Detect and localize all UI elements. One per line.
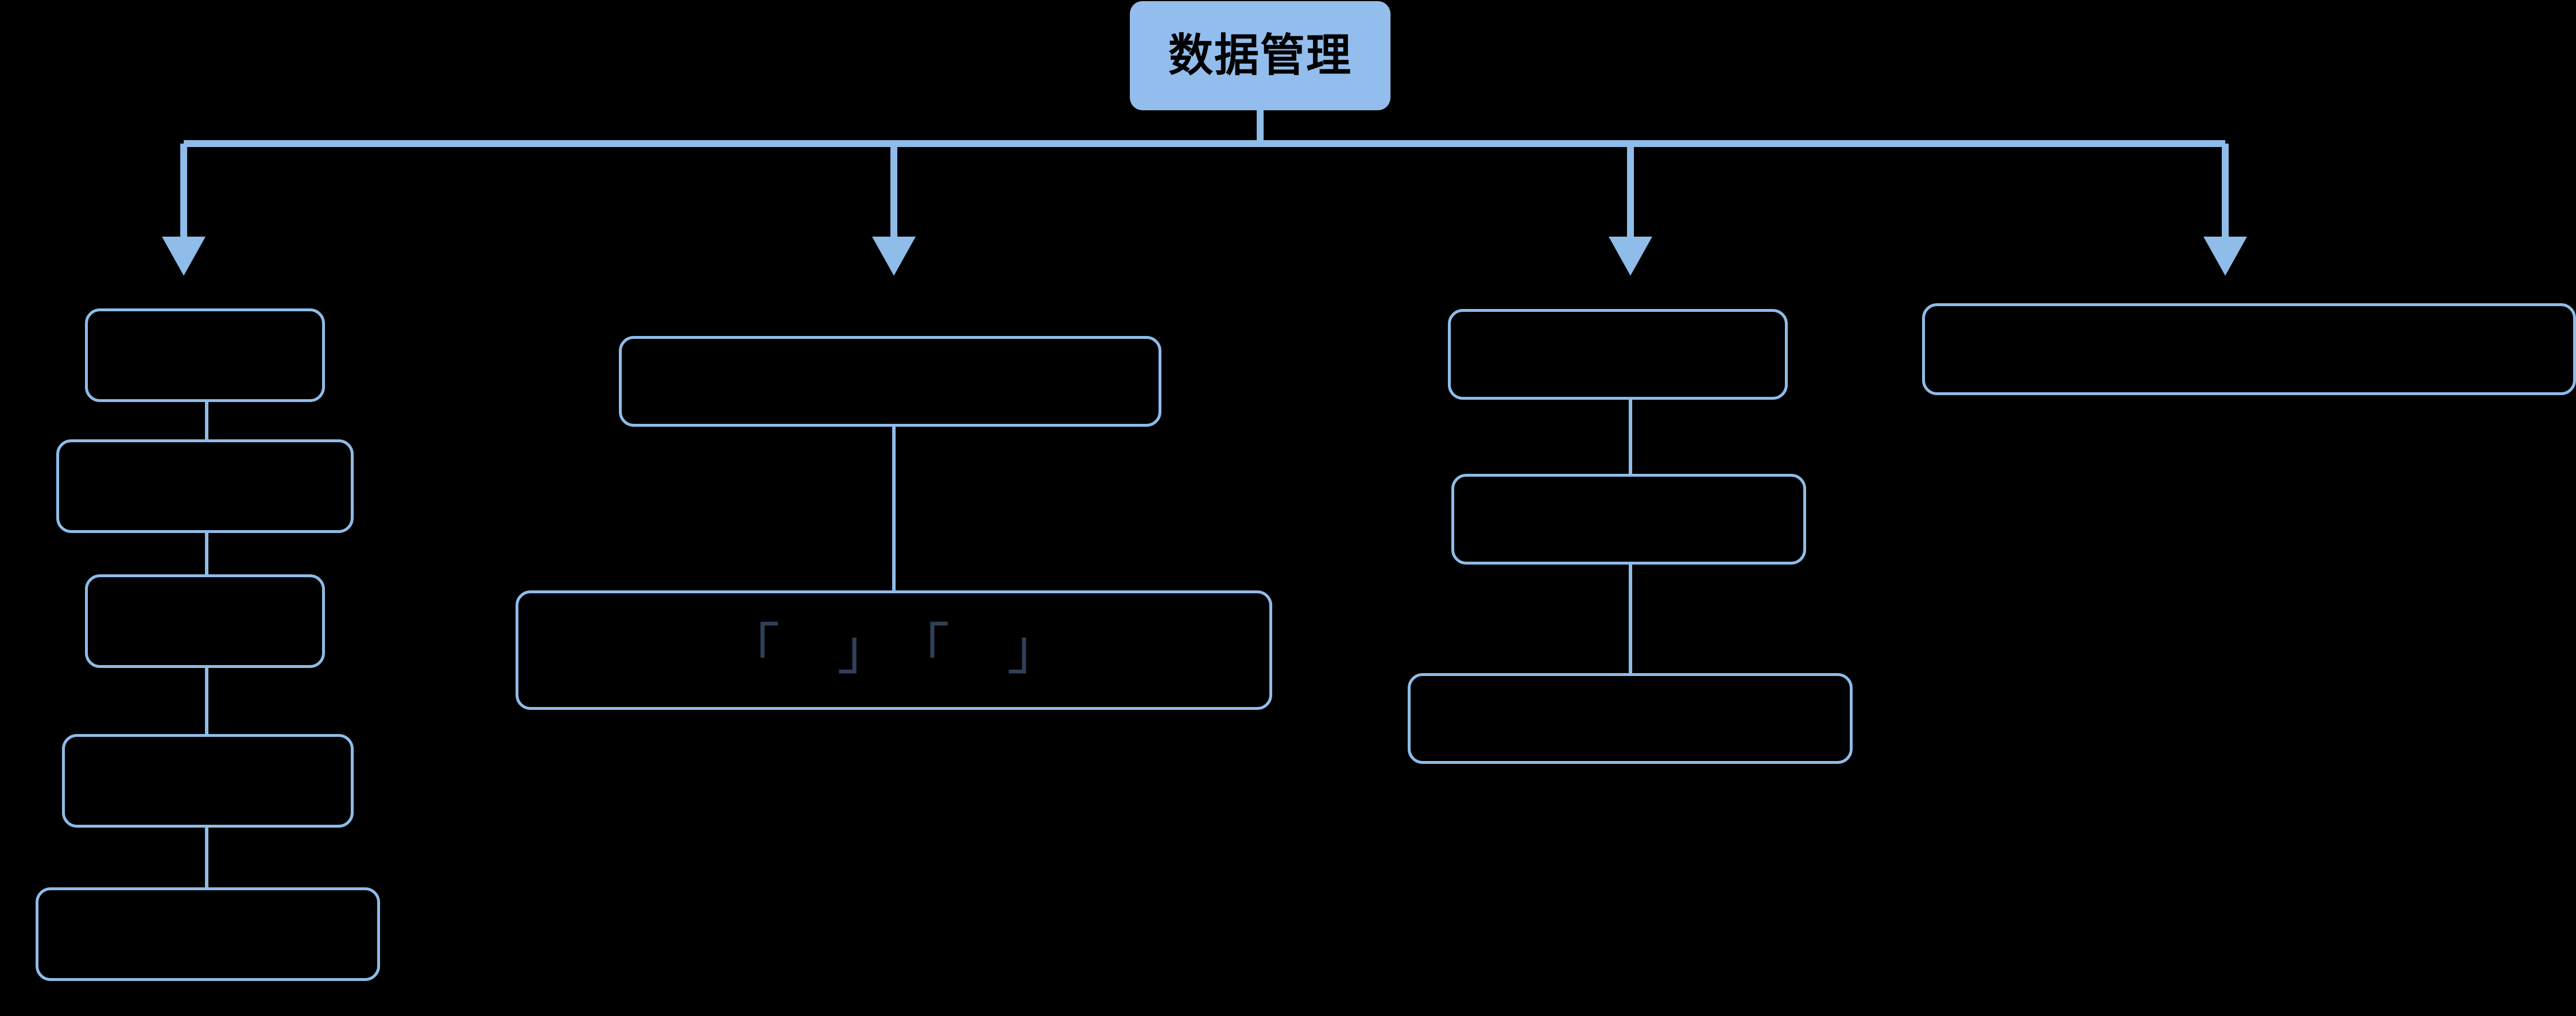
node-c1-n3[interactable] (85, 574, 325, 668)
node-c4-n1[interactable] (1922, 303, 2576, 395)
node-c1-n2[interactable] (56, 439, 354, 533)
arrowhead-branch-3 (1609, 237, 1652, 276)
node-c1-n1[interactable] (85, 308, 325, 402)
node-c2-n2-label: 「 」 「 」 (725, 619, 1063, 681)
node-c1-n5[interactable] (36, 887, 380, 981)
node-c2-n1[interactable] (619, 336, 1161, 427)
arrowhead-branch-4 (2203, 237, 2247, 276)
node-c3-n2[interactable] (1451, 474, 1806, 565)
node-c3-n3[interactable] (1408, 673, 1853, 764)
arrowhead-branch-1 (162, 237, 206, 276)
node-c1-n4[interactable] (62, 734, 354, 828)
root-node-label: 数据管理 (1168, 30, 1352, 81)
arrowhead-branch-2 (872, 237, 916, 276)
node-c2-n2[interactable]: 「 」 「 」 (516, 590, 1272, 710)
root-node[interactable]: 数据管理 (1130, 1, 1390, 110)
node-c3-n1[interactable] (1448, 309, 1788, 400)
